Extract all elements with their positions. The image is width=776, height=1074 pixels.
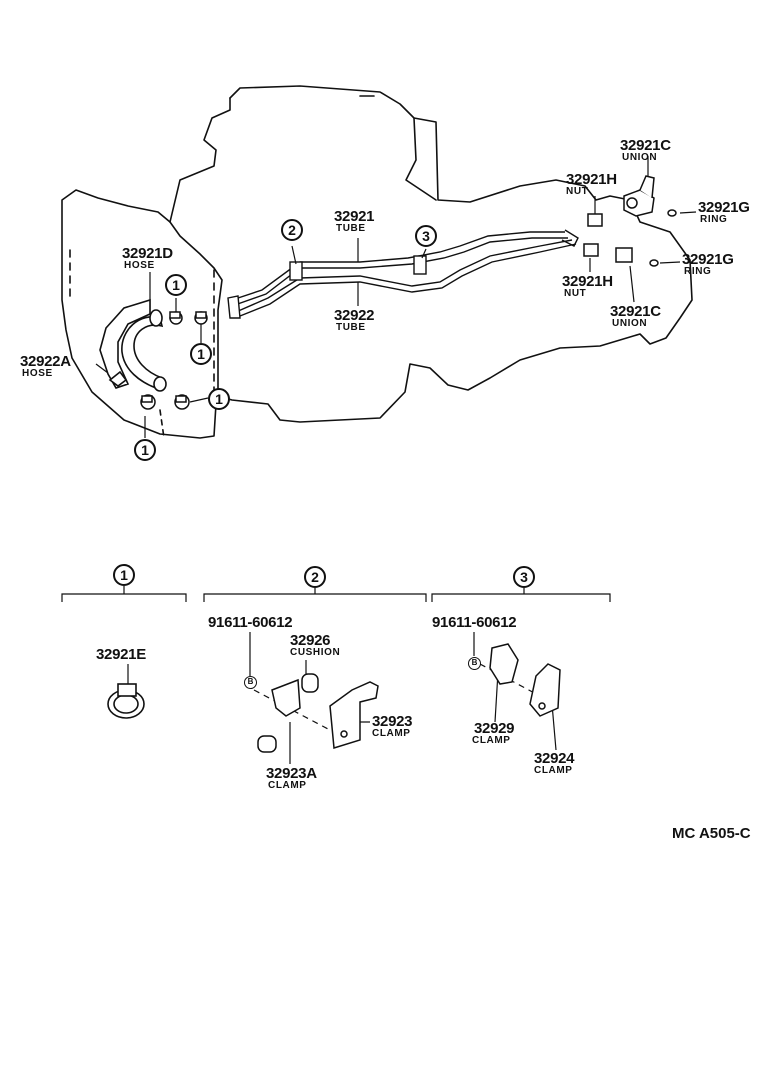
clamp-32929 [489,643,519,685]
callout-badge-1: 1 [165,274,187,296]
ring-32921G [667,209,677,217]
label-32921H-nut-number: 32921H [566,171,617,188]
label-32921C-union-number: 32921C [620,137,671,154]
callout-badge-1: 1 [208,388,230,410]
label-32926-cushion-name: CUSHION [290,647,341,658]
label-32922-tube-number: 32922 [334,307,375,324]
cushion-32926 [301,673,319,693]
label-32921G-ring-name-2: RING [684,266,712,277]
hose-32922A [108,370,128,387]
nut-32921H [587,213,603,227]
engine-outline [169,97,231,223]
tube-clamp-3 [413,255,427,275]
clamp-32924 [529,663,561,717]
callout-badge-3: 3 [415,225,437,247]
callout-badge-1: 1 [134,439,156,461]
label-32921C-union-number-2: 32921C [610,303,661,320]
label-32921C-union-name: UNION [622,152,658,163]
label-32921H-nut-name-2: NUT [564,288,587,299]
bolt-icon: B [244,676,257,689]
figure-code: MC A505-C [672,825,751,842]
label-32926-cushion-number: 32926 [290,632,331,649]
label-32929-clamp-number: 32929 [474,720,515,737]
tube-bundle [227,229,579,319]
hose-clamps [140,311,208,410]
label-32921D-hose-number: 32921D [122,245,173,262]
label-detail2-bolt-number: 91611-60612 [208,614,293,631]
label-32922A-hose-name: HOSE [22,368,53,379]
label-32921G-ring-number-2: 32921G [682,251,734,268]
clamp-32923A [271,678,301,717]
dashed-reference [159,409,165,439]
label-32923-clamp-number: 32923 [372,713,413,730]
label-32921D-hose-name: HOSE [124,260,155,271]
label-32921-tube-number: 32921 [334,208,375,225]
label-32921E-number: 32921E [96,646,146,663]
callout-badge-1: 1 [190,343,212,365]
label-32924-clamp-number: 32924 [534,750,575,767]
label-detail3-bolt-number: 91611-60612 [432,614,517,631]
clamp-32923 [329,681,379,749]
detail1-hose-clamp [107,683,145,719]
engine-outline [405,117,437,201]
engine-outline [61,85,693,439]
label-32929-clamp-name: CLAMP [472,735,511,746]
tube-32922 [235,239,573,313]
label-32924-clamp-name: CLAMP [534,765,573,776]
label-32921C-union-name-2: UNION [612,318,648,329]
tube-32922 [239,243,577,317]
detail-group-2-badge: 2 [304,566,326,588]
tube-32921 [231,231,565,301]
bolt-icon: B [468,657,481,670]
label-32922-tube-name: TUBE [336,322,366,333]
hose-group [99,298,167,392]
tube-end-fitting [227,295,241,319]
label-32921G-ring-number: 32921G [698,199,750,216]
label-32923-clamp-name: CLAMP [372,728,411,739]
fittings [583,175,677,267]
detail-group-1-badge: 1 [113,564,135,586]
label-32923A-clamp-name: CLAMP [268,780,307,791]
callout-badge-2: 2 [281,219,303,241]
nut-32921H [583,243,599,257]
label-32921H-nut-number-2: 32921H [562,273,613,290]
label-32921-tube-name: TUBE [336,223,366,234]
tube-clamp-2 [289,261,303,281]
union-32921C [615,247,633,263]
ring-32921G [649,259,659,267]
tube-32921 [231,237,568,307]
hose-32921D [121,316,164,389]
label-32921G-ring-name: RING [700,214,728,225]
detail2-parts [257,673,379,753]
detail-group-3-badge: 3 [513,566,535,588]
detail3-parts [489,643,561,717]
label-32923A-clamp-number: 32923A [266,765,317,782]
label-32921H-nut-name: NUT [566,186,589,197]
label-32922A-hose-number: 32922A [20,353,71,370]
